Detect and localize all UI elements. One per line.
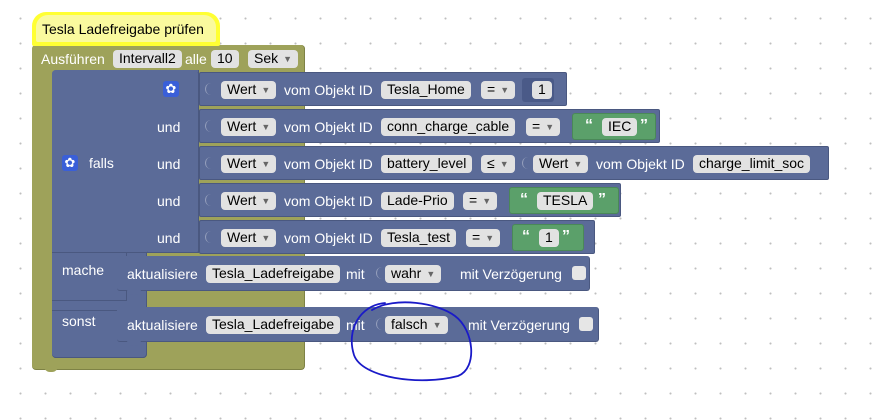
chevron-down-icon: ▼: [261, 159, 271, 169]
object-id-field-3[interactable]: battery_level: [381, 155, 473, 173]
chevron-down-icon: ▼: [545, 122, 555, 132]
chevron-down-icon: ▼: [426, 269, 436, 279]
delay-label-false: mit Verzögerung: [468, 317, 570, 333]
update-label-true: aktualisiere: [127, 266, 198, 282]
and-label-4: und: [157, 230, 181, 246]
object-id-field-1[interactable]: Tesla_Home: [381, 81, 471, 99]
operator-dropdown-2[interactable]: =▼: [526, 118, 561, 136]
operator-dropdown-1[interactable]: =▼: [481, 81, 516, 99]
close-quote-icon: ”: [640, 117, 648, 134]
operator-label: =: [487, 81, 496, 97]
value-dropdown-label: Wert: [227, 229, 257, 245]
interval-unit-dropdown[interactable]: Sek ▼: [248, 50, 299, 68]
bool-dropdown-false[interactable]: falsch ▼: [385, 316, 448, 334]
number-field-1[interactable]: 1: [532, 81, 552, 99]
with-label-true: mit: [346, 266, 365, 282]
chevron-down-icon: ▼: [261, 122, 271, 132]
value-dropdown-label: Wert: [227, 155, 257, 171]
chevron-down-icon: ▼: [573, 159, 583, 169]
text-field-2[interactable]: IEC: [602, 118, 638, 136]
and-block[interactable]: [147, 72, 199, 253]
mache-label: mache: [62, 262, 105, 278]
delay-label-true: mit Verzögerung: [460, 266, 562, 282]
sonst-bar: [52, 301, 147, 311]
gear-icon[interactable]: ✿: [62, 155, 78, 171]
open-quote-icon: “: [522, 228, 530, 245]
value-dropdown-4[interactable]: Wert ▼: [221, 192, 277, 210]
operator-dropdown-5[interactable]: =▼: [466, 229, 501, 247]
hat-block[interactable]: [36, 15, 216, 42]
operator-label: =: [532, 118, 541, 134]
text-field-5[interactable]: 1: [539, 229, 559, 247]
if-bottom-bar: [52, 343, 147, 358]
update-target-field-true[interactable]: Tesla_Ladefreigabe: [206, 265, 341, 283]
sonst-label: sonst: [62, 313, 96, 329]
from-object-label-3: vom Objekt ID: [284, 156, 373, 172]
update-block-false[interactable]: [117, 307, 599, 342]
update-block-true[interactable]: [117, 256, 590, 291]
operand-from-object-label-3: vom Objekt ID: [596, 156, 685, 172]
run-label: Ausführen: [41, 51, 105, 67]
bool-dropdown-label: wahr: [391, 265, 422, 281]
chevron-down-icon: ▼: [283, 54, 293, 64]
every-label: alle: [185, 51, 207, 67]
interval-unit-label: Sek: [254, 50, 279, 66]
chevron-down-icon: ▼: [261, 85, 271, 95]
value-dropdown-5[interactable]: Wert ▼: [221, 229, 277, 247]
and-label-1: und: [157, 119, 181, 135]
text-field-4[interactable]: TESLA: [537, 192, 594, 210]
value-dropdown-label: Wert: [539, 155, 569, 171]
interval-bottom-notch: [44, 364, 58, 372]
delay-checkbox-true[interactable]: [572, 266, 586, 280]
operator-label: =: [469, 192, 478, 208]
chevron-down-icon: ▼: [261, 196, 271, 206]
operator-label: ≤: [487, 155, 495, 171]
chevron-down-icon: ▼: [432, 320, 442, 330]
bool-dropdown-label: falsch: [391, 316, 428, 332]
operator-dropdown-3[interactable]: ≤▼: [481, 155, 515, 173]
from-object-label-1: vom Objekt ID: [284, 82, 373, 98]
from-object-label-4: vom Objekt ID: [284, 193, 373, 209]
falls-label: falls: [89, 155, 114, 171]
operand-object-id-field-3[interactable]: charge_limit_soc: [693, 155, 811, 173]
value-dropdown-label: Wert: [227, 81, 257, 97]
from-object-label-5: vom Objekt ID: [284, 230, 373, 246]
object-id-field-2[interactable]: conn_charge_cable: [381, 118, 516, 136]
value-dropdown-1[interactable]: Wert ▼: [221, 81, 277, 99]
chevron-down-icon: ▼: [499, 159, 509, 169]
bool-dropdown-true[interactable]: wahr ▼: [385, 265, 442, 283]
operator-label: =: [472, 229, 481, 245]
hat-title: Tesla Ladefreigabe prüfen: [42, 21, 204, 37]
from-object-label-2: vom Objekt ID: [284, 119, 373, 135]
chevron-down-icon: ▼: [500, 85, 510, 95]
value-dropdown-label: Wert: [227, 192, 257, 208]
open-quote-icon: “: [585, 117, 593, 134]
value-dropdown-3[interactable]: Wert ▼: [221, 155, 277, 173]
update-label-false: aktualisiere: [127, 317, 198, 333]
interval-var-field[interactable]: Intervall2: [113, 50, 182, 68]
value-dropdown-2[interactable]: Wert ▼: [221, 118, 277, 136]
mache-bar: [52, 253, 127, 301]
and-label-3: und: [157, 193, 181, 209]
update-target-field-false[interactable]: Tesla_Ladefreigabe: [206, 316, 341, 334]
and-gear-icon[interactable]: ✿: [163, 81, 179, 97]
chevron-down-icon: ▼: [485, 233, 495, 243]
close-quote-icon: ”: [562, 228, 570, 245]
object-id-field-4[interactable]: Lade-Prio: [381, 192, 454, 210]
object-id-field-5[interactable]: Tesla_test: [381, 229, 457, 247]
operator-dropdown-4[interactable]: =▼: [463, 192, 498, 210]
chevron-down-icon: ▼: [482, 196, 492, 206]
open-quote-icon: “: [520, 191, 528, 208]
and-label-2: und: [157, 156, 181, 172]
operand-value-dropdown-3[interactable]: Wert ▼: [533, 155, 589, 173]
interval-value-field[interactable]: 10: [211, 50, 239, 68]
delay-checkbox-false[interactable]: [579, 317, 593, 331]
close-quote-icon: ”: [598, 191, 606, 208]
chevron-down-icon: ▼: [261, 233, 271, 243]
value-dropdown-label: Wert: [227, 118, 257, 134]
